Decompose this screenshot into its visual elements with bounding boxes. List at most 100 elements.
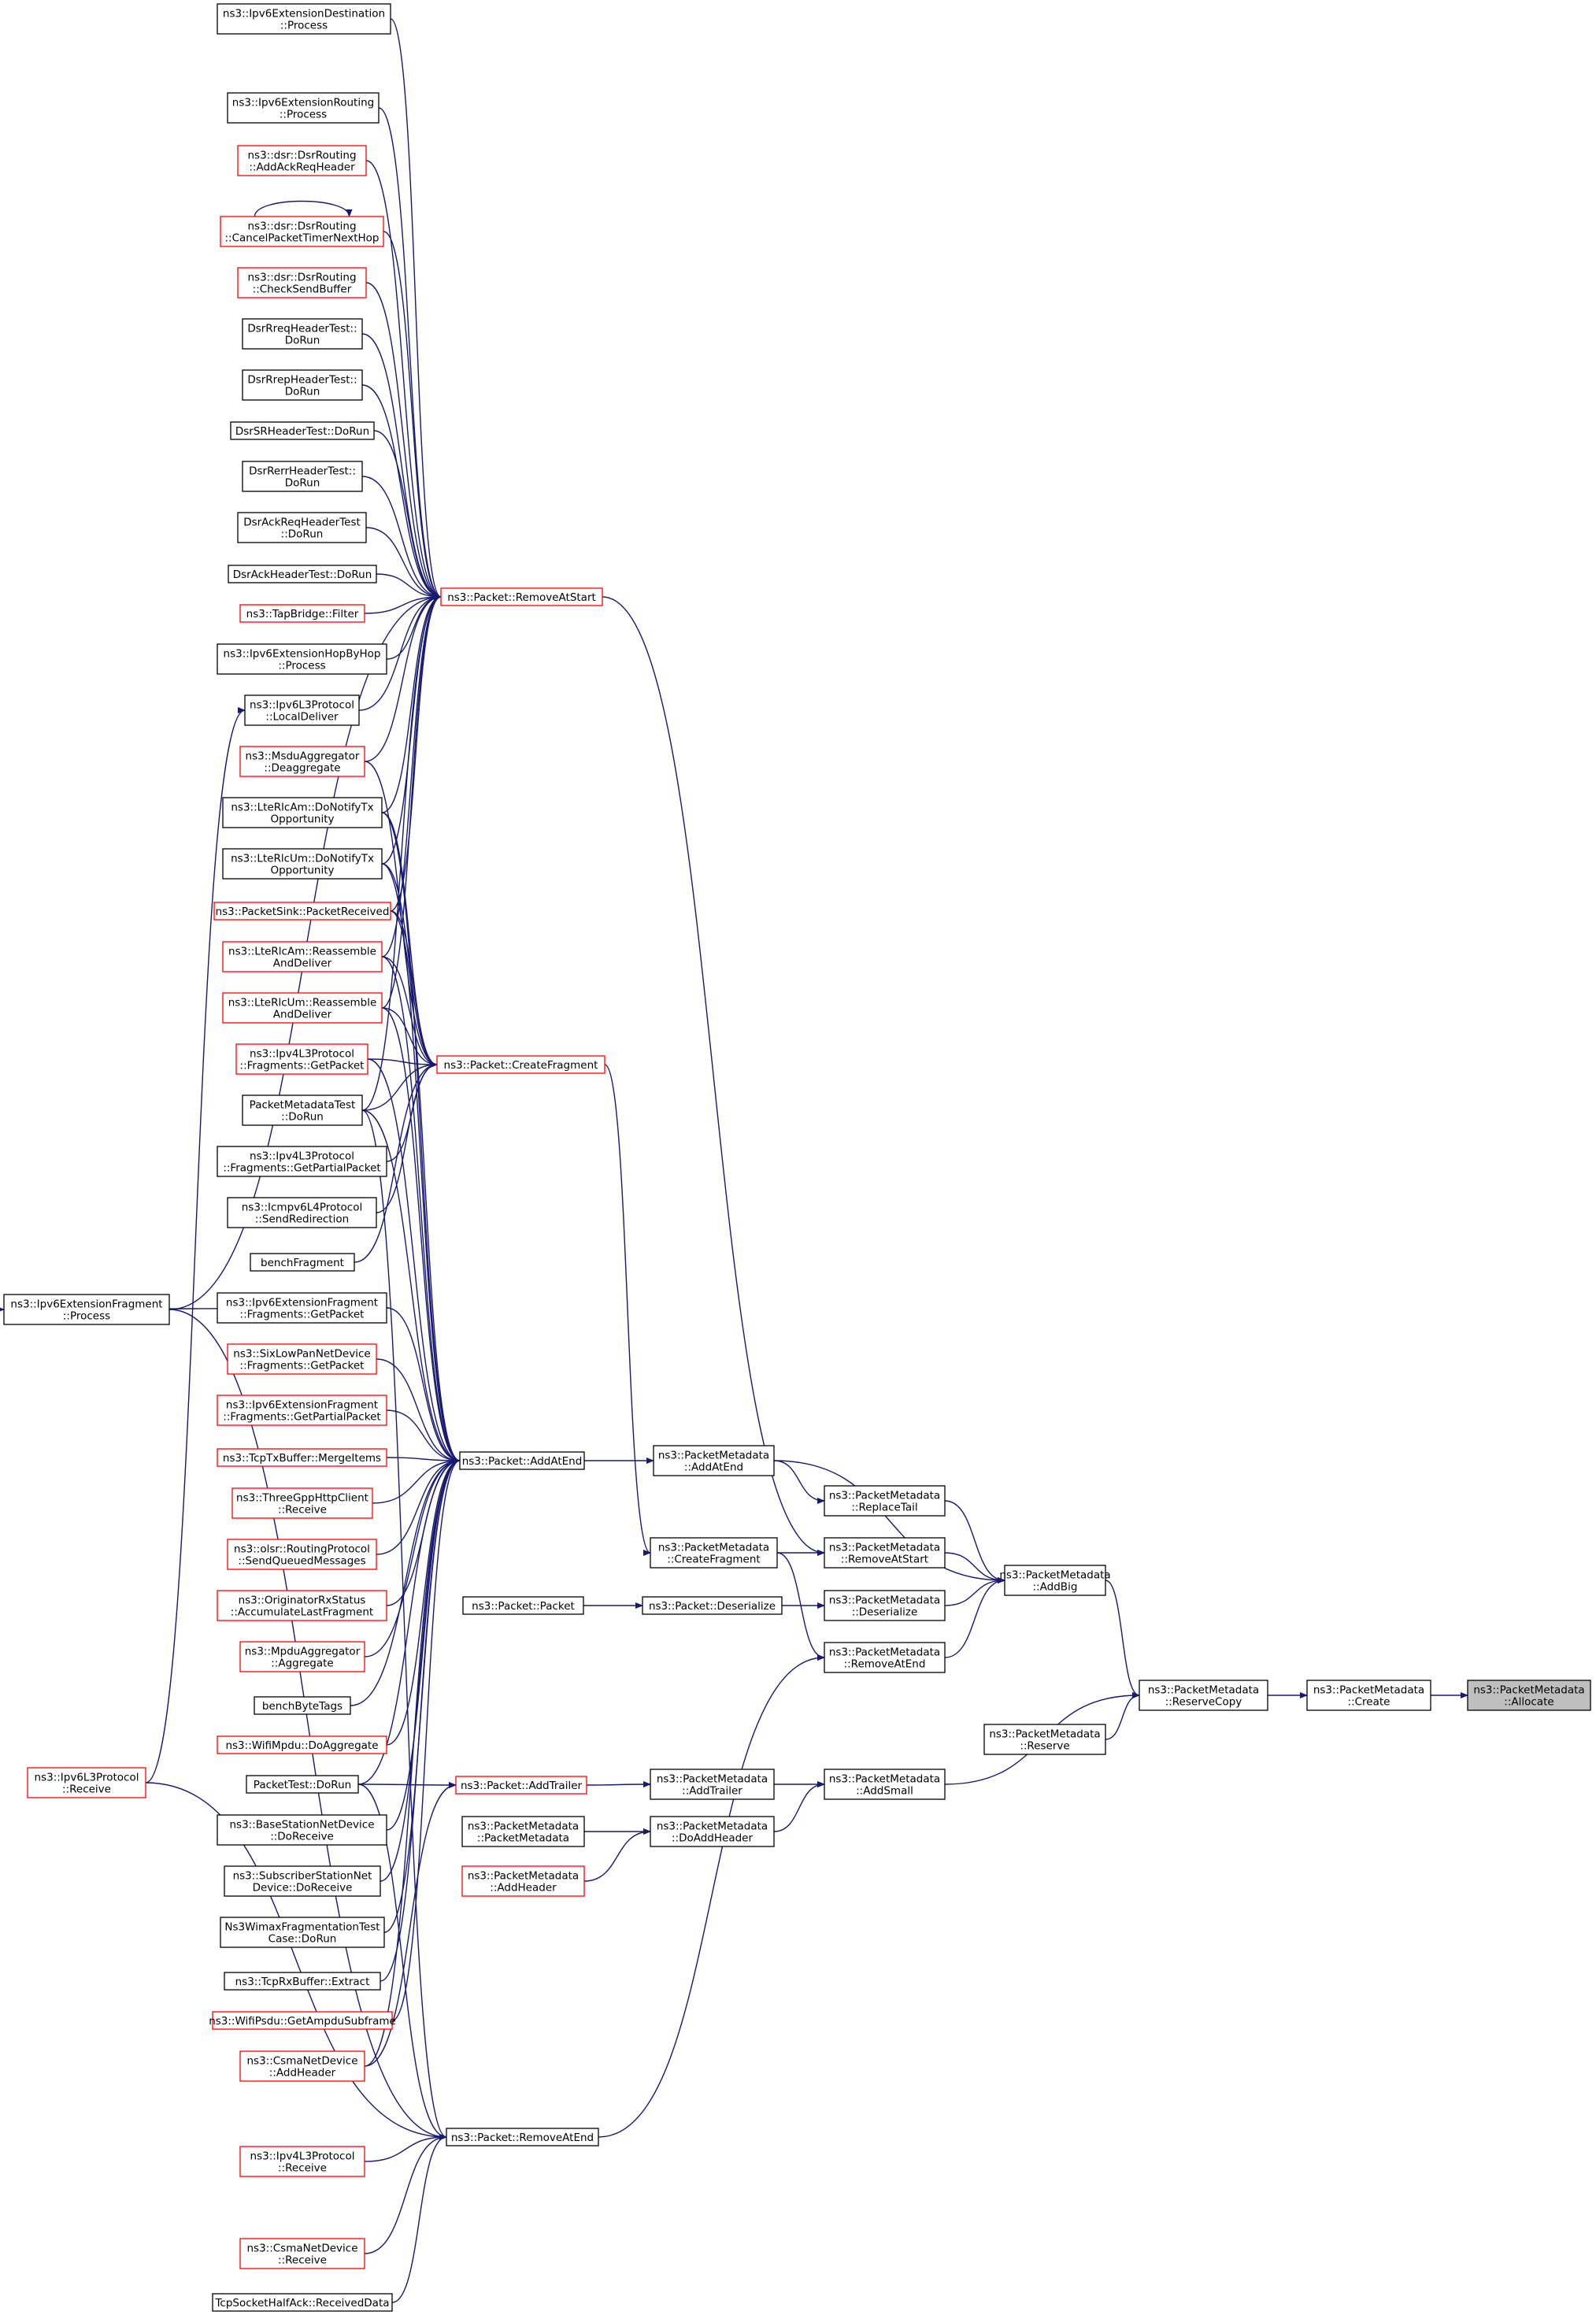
call-edge (145, 1782, 447, 2140)
node-box (239, 2238, 365, 2269)
node-pmtest[interactable]: PacketMetadataTest::DoRun (242, 1095, 363, 1126)
node-ipv6extrouting[interactable]: ns3::Ipv6ExtensionRouting::Process (227, 92, 380, 124)
node-basestation[interactable]: ns3::BaseStationNetDevice::DoReceive (217, 1814, 387, 1846)
call-edge (357, 1783, 447, 2140)
node-label: ns3::PacketMetadata (829, 1490, 940, 1502)
node-label: ::ReplaceTail (851, 1502, 917, 1514)
node-label: ns3::LteRlcAm::Reassemble (228, 946, 376, 958)
node-dsrack[interactable]: DsrAckHeaderTest::DoRun (228, 565, 377, 583)
node-p_deserialize[interactable]: ns3::Packet::Deserialize (642, 1596, 783, 1615)
node-box (461, 1816, 585, 1847)
node-dsrackreq[interactable]: DsrAckReqHeaderTest::DoRun (237, 512, 367, 543)
node-icmpv6[interactable]: ns3::Icmpv6L4Protocol::SendRedirection (227, 1197, 377, 1228)
node-tcprxbuf[interactable]: ns3::TcpRxBuffer::Extract (224, 1972, 381, 1991)
node-dsr_addackreq[interactable]: ns3::dsr::DsrRouting::AddAckReqHeader (237, 145, 367, 176)
node-label: ::Receive (278, 2254, 327, 2267)
node-reservecopy[interactable]: ns3::PacketMetadata::ReserveCopy (1139, 1680, 1268, 1711)
node-p_addtrailer[interactable]: ns3::Packet::AddTrailer (455, 1776, 587, 1795)
node-ipv6extfrag_get[interactable]: ns3::Ipv6ExtensionFragment::Fragments::G… (217, 1292, 387, 1324)
node-pm_replacetail[interactable]: ns3::PacketMetadata::ReplaceTail (824, 1485, 946, 1517)
node-label: ns3::PacketMetadata (829, 1542, 940, 1554)
node-sixlowpan[interactable]: ns3::SixLowPanNetDevice::Fragments::GetP… (227, 1343, 377, 1375)
node-ipv6l3recv[interactable]: ns3::Ipv6L3Protocol::Receive (27, 1767, 146, 1798)
node-ipv6extdest[interactable]: ns3::Ipv6ExtensionDestination::Process (217, 3, 391, 35)
node-dsrrrep[interactable]: DsrRrepHeaderTest::DoRun (242, 369, 363, 401)
node-pm_removeatend[interactable]: ns3::PacketMetadata::RemoveAtEnd (824, 1642, 946, 1673)
node-dsrsr[interactable]: DsrSRHeaderTest::DoRun (230, 421, 375, 440)
call-edge (944, 1552, 1005, 1583)
node-csma_addheader[interactable]: ns3::CsmaNetDevice::AddHeader (239, 2050, 365, 2082)
node-ipv6hopbyhop[interactable]: ns3::Ipv6ExtensionHopByHop::Process (217, 643, 387, 675)
node-allocate[interactable]: ns3::PacketMetadata::Allocate (1467, 1680, 1591, 1711)
node-csma_recv[interactable]: ns3::CsmaNetDevice::Receive (239, 2238, 365, 2269)
node-ipv6extfrag_proc[interactable]: ns3::Ipv6ExtensionFragment::Process (3, 1294, 170, 1325)
node-dsr_checksend[interactable]: ns3::dsr::DsrRouting::CheckSendBuffer (237, 267, 367, 298)
node-olsr[interactable]: ns3::olsr::RoutingProtocol::SendQueuedMe… (227, 1539, 377, 1570)
node-pm_addatend[interactable]: ns3::PacketMetadata::AddAtEnd (653, 1445, 775, 1476)
node-label: PacketMetadataTest (250, 1099, 356, 1112)
node-box (824, 1537, 946, 1569)
node-pm_doaddheader[interactable]: ns3::PacketMetadata::DoAddHeader (650, 1816, 775, 1847)
node-box (227, 1197, 377, 1228)
node-pm_addheader[interactable]: ns3::PacketMetadata::AddHeader (461, 1865, 585, 1897)
call-edge (390, 18, 442, 600)
node-wifimpdu[interactable]: ns3::WifiMpdu::DoAggregate (217, 1735, 387, 1754)
node-pm_create[interactable]: ns3::PacketMetadata::Create (1306, 1680, 1431, 1711)
node-label: benchByteTags (262, 1700, 343, 1713)
node-pm_packetmetadata[interactable]: ns3::PacketMetadata::PacketMetadata (461, 1816, 585, 1847)
node-p_addatend[interactable]: ns3::Packet::AddAtEnd (459, 1451, 585, 1470)
node-pm_createfragment[interactable]: ns3::PacketMetadata::CreateFragment (650, 1537, 778, 1569)
call-edge (376, 1458, 461, 1555)
node-packetsink[interactable]: ns3::PacketSink::PacketReceived (213, 902, 391, 920)
node-subscriber[interactable]: ns3::SubscriberStationNetDevice::DoRecei… (224, 1865, 381, 1897)
node-benchbyte[interactable]: benchByteTags (254, 1696, 351, 1715)
node-pm_addtrailer[interactable]: ns3::PacketMetadata::AddTrailer (650, 1769, 775, 1800)
node-box (27, 1767, 146, 1798)
node-box (459, 1451, 585, 1470)
node-ipv4l3recv[interactable]: ns3::Ipv4L3Protocol::Receive (239, 2146, 365, 2177)
node-label: ns3::PacketSink::PacketReceived (216, 906, 390, 918)
node-pm_removeatstart[interactable]: ns3::PacketMetadata::RemoveAtStart (824, 1537, 946, 1569)
node-label: ::Fragments::GetPacket (240, 1060, 365, 1072)
node-box (3, 1294, 170, 1325)
node-tapbridge[interactable]: ns3::TapBridge::Filter (239, 604, 365, 623)
node-box (224, 1972, 381, 1991)
node-ipv4frag_get[interactable]: ns3::Ipv4L3Protocol::Fragments::GetPacke… (235, 1043, 368, 1075)
call-edge (361, 476, 442, 600)
node-tcphalfack[interactable]: TcpSocketHalfAck::ReceivedData (212, 2293, 393, 2312)
node-benchfrag[interactable]: benchFragment (250, 1253, 355, 1272)
node-mpduagg[interactable]: ns3::MpduAggregator::Aggregate (239, 1641, 365, 1672)
node-threegpp[interactable]: ns3::ThreeGppHttpClient::Receive (231, 1487, 373, 1519)
node-pm_deserialize[interactable]: ns3::PacketMetadata::Deserialize (824, 1590, 946, 1621)
node-addbig[interactable]: ns3::PacketMetadata::AddBig (999, 1565, 1111, 1596)
call-edge (350, 1458, 461, 1706)
node-ipv6extfrag_partial[interactable]: ns3::Ipv6ExtensionFragment::Fragments::G… (217, 1395, 387, 1426)
node-msdudeagg[interactable]: ns3::MsduAggregator::Deaggregate (239, 746, 365, 777)
node-reserve[interactable]: ns3::PacketMetadata::Reserve (983, 1724, 1106, 1755)
node-ipv6l3local[interactable]: ns3::Ipv6L3Protocol::LocalDeliver (244, 694, 360, 726)
node-p_packet[interactable]: ns3::Packet::Packet (462, 1596, 584, 1615)
node-label: TcpSocketHalfAck::ReceivedData (214, 2297, 389, 2309)
node-dsr_cancel[interactable]: ns3::dsr::DsrRouting::CancelPacketTimerN… (220, 216, 384, 247)
node-tcptxbuf[interactable]: ns3::TcpTxBuffer::MergeItems (217, 1448, 387, 1467)
node-dsrrreq[interactable]: DsrRreqHeaderTest::DoRun (242, 318, 363, 350)
node-label: ns3::CsmaNetDevice (246, 2243, 357, 2255)
node-origrx[interactable]: ns3::OriginatorRxStatus::AccumulateLastF… (217, 1590, 387, 1621)
node-addsmall[interactable]: ns3::PacketMetadata::AddSmall (824, 1769, 946, 1800)
node-wifipsdu[interactable]: ns3::WifiPsdu::GetAmpduSubframe (209, 2011, 396, 2030)
node-p_createfragment[interactable]: ns3::Packet::CreateFragment (436, 1055, 605, 1074)
node-ipv4frag_partial[interactable]: ns3::Ipv4L3Protocol::Fragments::GetParti… (217, 1146, 387, 1177)
node-label: ns3::dsr::DsrRouting (247, 220, 356, 233)
node-p_removeatend[interactable]: ns3::Packet::RemoveAtEnd (446, 2128, 599, 2146)
node-packettest[interactable]: PacketTest::DoRun (246, 1775, 359, 1794)
node-box (242, 318, 363, 350)
call-edge (773, 1460, 1005, 1583)
node-p_removeatstart[interactable]: ns3::Packet::RemoveAtStart (440, 587, 603, 606)
node-dsrrerr[interactable]: DsrRerrHeaderTest::DoRun (242, 461, 363, 492)
node-label: ns3::CsmaNetDevice (246, 2055, 357, 2068)
